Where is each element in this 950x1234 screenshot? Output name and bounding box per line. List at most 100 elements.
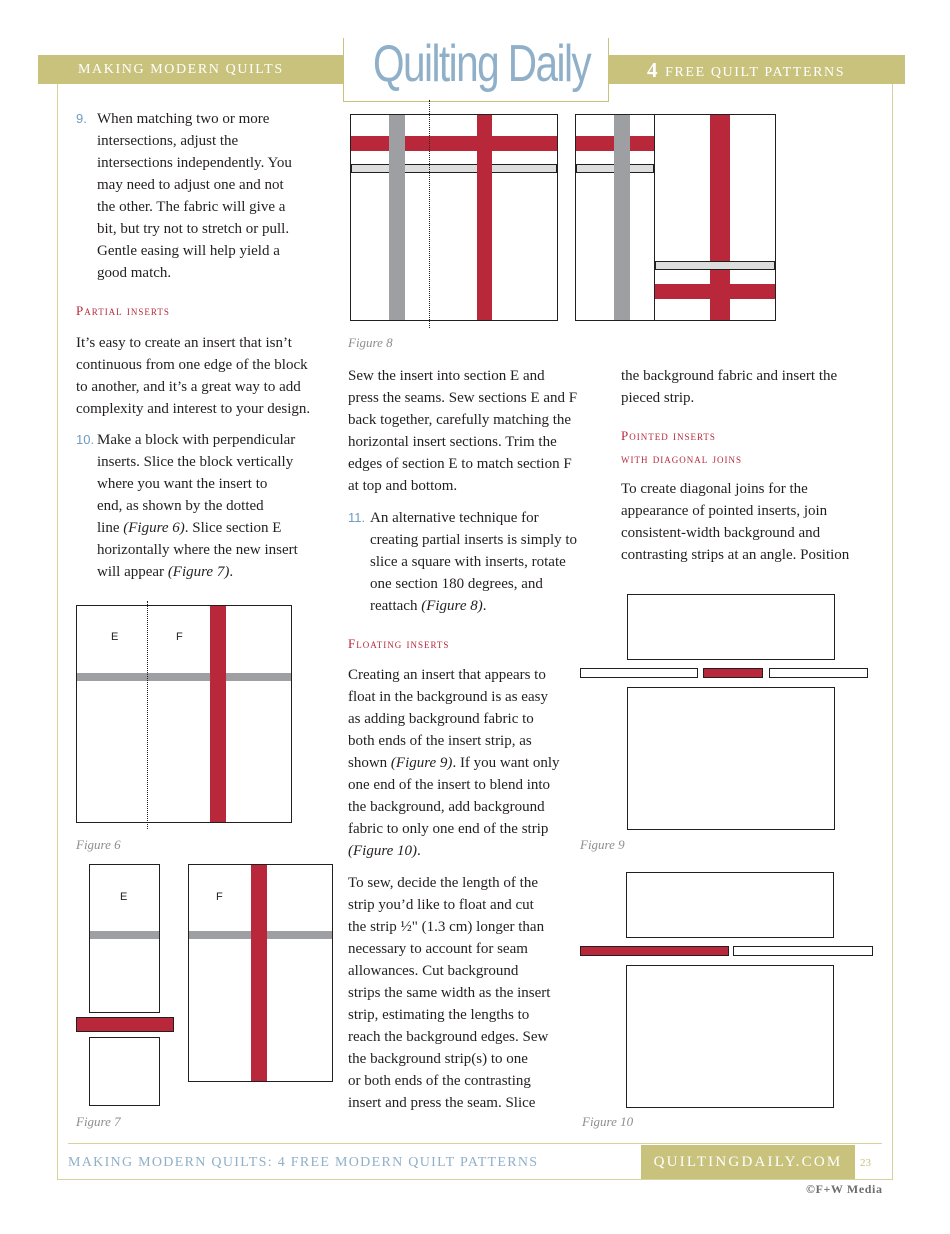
col2-sew-paragraph: To sew, decide the length of the strip y…: [348, 872, 598, 1114]
figure-ref: (Figure 9): [390, 755, 453, 771]
floating-inserts-text: Creating an insert that appears to float…: [348, 664, 598, 862]
text-line: inserts. Slice the block vertically: [97, 454, 294, 470]
text-line: reattach (Figure 8).: [370, 595, 610, 617]
text-line: one end of the insert to blend into: [348, 777, 551, 793]
text-span: . If you want only: [452, 755, 560, 771]
text-line: appearance of pointed inserts, join: [621, 503, 828, 519]
text-span: .: [229, 564, 234, 580]
text-line: fabric to only one end of the strip: [348, 821, 549, 837]
step-number-11: 11.: [348, 510, 366, 525]
text-line: float in the background is as easy: [348, 689, 548, 705]
fig10-bottom-background: [626, 965, 834, 1108]
text-line: Sew the insert into section E and: [348, 368, 545, 384]
fig7-f-red-insert: [251, 865, 267, 1081]
text-line: press the seams. Sew sections E and F: [348, 390, 578, 406]
text-line: pieced strip.: [621, 390, 695, 406]
text-line: the background fabric and insert the: [621, 368, 838, 384]
page-number: 23: [860, 1157, 871, 1169]
fig6-label-f: F: [176, 631, 183, 643]
text-line: one section 180 degrees, and: [370, 576, 543, 592]
text-line: continuous from one edge of the block: [76, 357, 308, 373]
text-line: An alternative technique for: [370, 510, 539, 526]
text-line: as adding background fabric to: [348, 711, 534, 727]
step-number-10: 10.: [76, 432, 95, 447]
fig7-caption: Figure 7: [76, 1114, 121, 1129]
fig6-caption: Figure 6: [76, 837, 121, 852]
text-line: horizontal insert sections. Trim the: [348, 434, 557, 450]
text-span: .: [482, 598, 487, 614]
step-number-9: 9.: [76, 111, 87, 126]
figure-ref: (Figure 10): [348, 843, 418, 859]
text-line: bit, but try not to stretch or pull.: [97, 221, 290, 237]
header-left-label: MAKING MODERN QUILTS: [78, 62, 284, 77]
text-line: Make a block with perpendicular: [97, 432, 296, 448]
text-line: strip you’d like to float and cut: [348, 897, 534, 913]
fig9-bottom-background: [627, 687, 835, 830]
fig7-red-insert-strip: [76, 1017, 174, 1032]
footer-rule: [68, 1143, 882, 1144]
text-line: at top and bottom.: [348, 478, 458, 494]
text-line: allowances. Cut background: [348, 963, 519, 979]
text-line: strips the same width as the insert: [348, 985, 551, 1001]
text-line: line (Figure 6). Slice section E: [97, 517, 337, 539]
text-line: reach the background edges. Sew: [348, 1029, 549, 1045]
text-line: It’s easy to create an insert that isn’t: [76, 335, 292, 351]
pointed-inserts-heading-1: Pointed inserts: [621, 428, 716, 443]
text-line: strip, estimating the lengths to: [348, 1007, 530, 1023]
text-line: to another, and it’s a great way to add: [76, 379, 301, 395]
text-line: When matching two or more: [97, 111, 270, 127]
fig9-right-background-strip: [769, 668, 868, 678]
quilting-daily-logo: Quilting Daily: [373, 35, 592, 93]
fig9-left-background-strip: [580, 668, 698, 678]
fig8-dotted-cut-line: [429, 100, 430, 328]
text-line: (Figure 10).: [348, 840, 598, 862]
text-line: insert and press the seam. Slice: [348, 1095, 536, 1111]
text-span: line: [97, 520, 124, 536]
page-frame: [57, 84, 893, 1180]
header-number: 4: [647, 58, 660, 82]
text-line: the background, add background: [348, 799, 545, 815]
text-span: reattach: [370, 598, 422, 614]
fig9-red-insert-strip: [703, 668, 763, 678]
copyright: ©F+W Media: [806, 1182, 883, 1196]
text-line: where you want the insert to: [97, 476, 268, 492]
text-line: shown (Figure 9). If you want only: [348, 752, 598, 774]
footer-title: MAKING MODERN QUILTS: 4 FREE MODERN QUIL…: [68, 1155, 539, 1170]
text-line: consistent-width background and: [621, 525, 821, 541]
text-line: horizontally where the new insert: [97, 542, 298, 558]
logo-box: Quilting Daily: [343, 35, 609, 102]
figure-ref: (Figure 6): [123, 520, 185, 536]
text-line: creating partial inserts is simply to: [370, 532, 578, 548]
step-10-text: Make a block with perpendicular inserts.…: [97, 429, 337, 583]
fig8-rotated-red-h: [655, 284, 775, 299]
fig7-label-f: F: [216, 891, 223, 903]
text-line: slice a square with inserts, rotate: [370, 554, 566, 570]
fig8-left-gray-h: [351, 164, 557, 173]
header-right-label: FREE QUILT PATTERNS: [665, 65, 846, 80]
text-line: Gentle easing will help yield a: [97, 243, 280, 259]
floating-inserts-heading: Floating inserts: [348, 636, 450, 651]
fig6-dotted-cut-line: [147, 601, 148, 829]
fig9-caption: Figure 9: [580, 837, 625, 852]
partial-inserts-heading: Partial inserts: [76, 303, 170, 318]
fig10-top-background: [626, 872, 834, 938]
fig7-e-gray-insert: [90, 931, 159, 939]
fig8-left-gray-v: [389, 115, 405, 320]
header-left-bar: MAKING MODERN QUILTS: [38, 55, 344, 84]
text-line: necessary to account for seam: [348, 941, 528, 957]
text-line: the other. The fabric will give a: [97, 199, 286, 215]
fig9-top-background: [627, 594, 835, 660]
fig6-gray-insert: [77, 673, 291, 681]
text-line: To create diagonal joins for the: [621, 481, 808, 497]
figure-ref: (Figure 7): [167, 564, 230, 580]
text-line: back together, carefully matching the: [348, 412, 572, 428]
text-line: the strip ½" (1.3 cm) longer than: [348, 919, 545, 935]
fig8-right-gray-v: [614, 115, 630, 320]
text-line: Creating an insert that appears to: [348, 667, 546, 683]
col3-paragraph-1: the background fabric and insert the pie…: [621, 365, 881, 409]
fig6-red-insert: [210, 606, 226, 822]
fig6-block: [76, 605, 292, 823]
footer-website-link[interactable]: QUILTINGDAILY.COM: [641, 1145, 855, 1179]
text-line: will appear (Figure 7).: [97, 561, 337, 583]
text-line: intersections, adjust the: [97, 133, 239, 149]
